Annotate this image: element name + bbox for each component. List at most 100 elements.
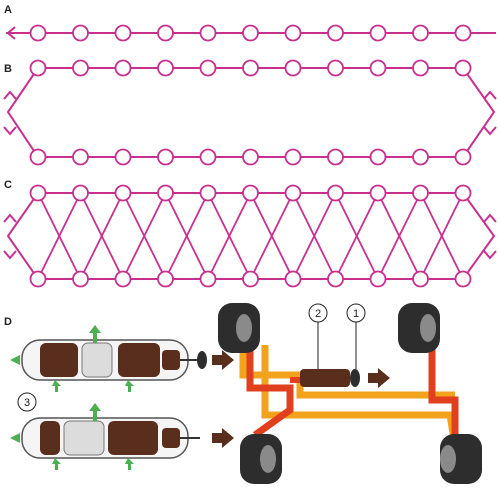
node-circle bbox=[114, 148, 132, 166]
cylinder-diagram-upper bbox=[10, 325, 234, 392]
node-circle bbox=[242, 148, 259, 166]
cylinder-diagram-lower bbox=[10, 403, 234, 470]
wheel-rear-left bbox=[240, 434, 282, 484]
panel-label-a: A bbox=[4, 4, 12, 16]
arrow-up-icon bbox=[483, 213, 497, 223]
node-circle bbox=[412, 270, 429, 288]
node-circle bbox=[29, 184, 47, 202]
node-circle bbox=[327, 270, 344, 288]
node-circle bbox=[242, 270, 259, 288]
arrow-up-icon bbox=[89, 325, 101, 343]
arrow-up-icon bbox=[125, 458, 134, 470]
node-circle bbox=[327, 59, 344, 77]
arrow-up-icon bbox=[52, 458, 61, 470]
arrow-left-icon bbox=[368, 368, 390, 388]
lattice-line bbox=[419, 192, 464, 280]
lattice-line bbox=[249, 192, 294, 280]
arrow-down-icon bbox=[483, 126, 497, 136]
panel-d-brake-system: 2 1 3 bbox=[10, 303, 482, 484]
arrow-left-icon bbox=[10, 355, 20, 365]
node-circle bbox=[29, 59, 47, 77]
node-circle bbox=[412, 148, 429, 166]
arrow-left-icon bbox=[10, 433, 20, 443]
node-circle bbox=[199, 184, 217, 202]
node-circle bbox=[284, 59, 302, 77]
svg-text:2: 2 bbox=[315, 308, 321, 320]
node-circle bbox=[29, 24, 47, 42]
node-circle bbox=[412, 59, 429, 77]
node-circle bbox=[29, 148, 47, 166]
node-circle bbox=[369, 148, 387, 166]
lattice-line bbox=[79, 192, 124, 280]
brake-pipes bbox=[239, 340, 459, 446]
node-circle bbox=[284, 184, 302, 202]
arrow-up-icon bbox=[483, 90, 497, 100]
lattice-line bbox=[122, 192, 167, 280]
node-circle bbox=[369, 270, 387, 288]
node-circle bbox=[242, 184, 259, 202]
wheel-rear-right bbox=[440, 434, 482, 484]
node-circle bbox=[72, 148, 89, 166]
node-circle bbox=[454, 148, 472, 166]
panel-b-loop-chain bbox=[3, 59, 497, 166]
arrow-up-icon bbox=[3, 213, 17, 223]
arrow-down-icon bbox=[3, 126, 17, 136]
node-circle bbox=[369, 24, 387, 42]
node-circle bbox=[284, 270, 302, 288]
node-circle bbox=[157, 270, 174, 288]
node-circle bbox=[284, 148, 302, 166]
callout-2: 2 bbox=[308, 303, 328, 369]
panel-label-d: D bbox=[4, 316, 12, 328]
panel-label-b: B bbox=[4, 63, 12, 75]
panel-a-line-chain bbox=[6, 24, 496, 42]
node-circle bbox=[29, 270, 47, 288]
panel-c-lattice-chain bbox=[3, 184, 497, 288]
node-circle bbox=[72, 270, 89, 288]
node-circle bbox=[114, 59, 132, 77]
node-circle bbox=[157, 24, 174, 42]
node-circle bbox=[157, 184, 174, 202]
chain-loop bbox=[6, 192, 496, 280]
wheel-front-left bbox=[218, 303, 260, 353]
lattice-line bbox=[334, 192, 379, 280]
arrow-up-icon bbox=[89, 403, 101, 421]
arrow-left-icon bbox=[6, 26, 16, 40]
node-circle bbox=[157, 148, 174, 166]
node-circle bbox=[412, 184, 429, 202]
lattice-line bbox=[164, 192, 209, 280]
arrow-up-icon bbox=[125, 380, 134, 392]
callout-1: 1 bbox=[346, 303, 366, 369]
node-circle bbox=[454, 24, 472, 42]
arrow-down-icon bbox=[3, 250, 17, 260]
node-circle bbox=[199, 24, 217, 42]
wheel-front-right bbox=[398, 303, 440, 353]
node-circle bbox=[72, 59, 89, 77]
node-circle bbox=[72, 24, 89, 42]
panel-label-c: C bbox=[4, 179, 12, 191]
svg-text:1: 1 bbox=[353, 308, 359, 320]
node-circle bbox=[327, 148, 344, 166]
node-circle bbox=[199, 148, 217, 166]
lattice-line bbox=[207, 192, 252, 280]
node-circle bbox=[242, 59, 259, 77]
node-circle bbox=[412, 24, 429, 42]
node-circle bbox=[242, 24, 259, 42]
callout-3: 3 bbox=[17, 392, 37, 412]
arrow-down-icon bbox=[483, 250, 497, 260]
master-cylinder bbox=[300, 368, 390, 388]
node-circle bbox=[369, 59, 387, 77]
node-circle bbox=[199, 270, 217, 288]
node-circle bbox=[114, 270, 132, 288]
node-circle bbox=[114, 184, 132, 202]
node-circle bbox=[199, 59, 217, 77]
node-circle bbox=[284, 24, 302, 42]
arrow-left-icon bbox=[212, 428, 234, 448]
node-circle bbox=[454, 270, 472, 288]
node-circle bbox=[327, 24, 344, 42]
svg-text:3: 3 bbox=[24, 397, 30, 409]
chain-loop bbox=[6, 67, 496, 158]
arrow-up-icon bbox=[3, 90, 17, 100]
node-circle bbox=[454, 59, 472, 77]
node-circle bbox=[157, 59, 174, 77]
